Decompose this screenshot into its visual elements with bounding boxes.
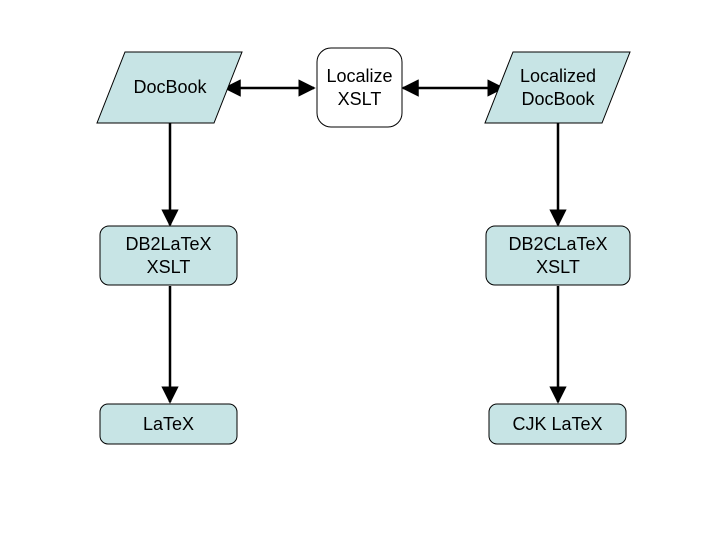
node-db2latex-xslt-shape: [99, 225, 238, 286]
node-cjk-latex-shape: [488, 403, 627, 445]
node-docbook-shape: [96, 51, 243, 124]
node-localized-docbook-shape: [484, 51, 631, 124]
node-localize-xslt-shape: [316, 47, 403, 128]
node-docbook-label: DocBook: [133, 77, 207, 97]
node-latex-label: LaTeX: [142, 413, 195, 434]
node-localize-xslt-label: Localize XSLT: [326, 65, 393, 109]
node-db2clatex-xslt-label: DB2CLaTeX XSLT: [508, 233, 608, 277]
node-localized-docbook-label: Localized DocBook: [519, 65, 597, 109]
node-cjk-latex-label: CJK LaTeX: [512, 413, 603, 434]
node-db2clatex-xslt-shape: [485, 225, 631, 286]
node-latex-shape: [99, 403, 238, 445]
node-db2latex-xslt-label: DB2LaTeX XSLT: [125, 233, 212, 277]
